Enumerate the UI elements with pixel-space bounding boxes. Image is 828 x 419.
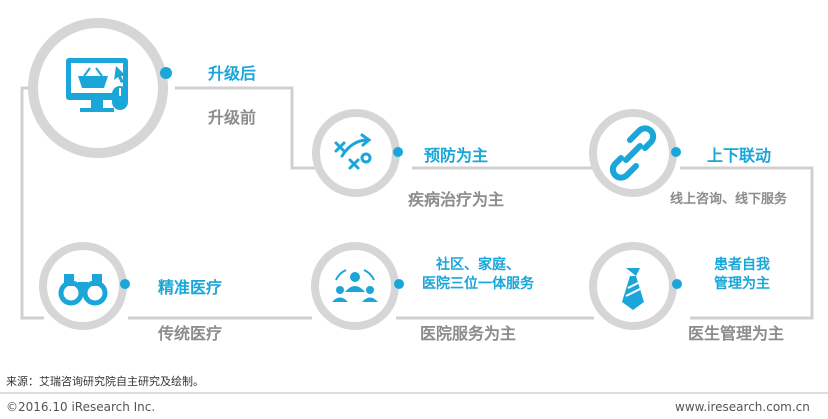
patient-dot xyxy=(672,279,682,289)
linkage-before-label: 线上咨询、线下服务 xyxy=(670,192,788,207)
precision-after-label: 精准医疗 xyxy=(158,278,223,297)
strategy-icon xyxy=(334,133,372,170)
prevention-after-label: 预防为主 xyxy=(424,146,489,165)
community-after-line1: 社区、家庭、 xyxy=(436,257,520,273)
prevention-before-label: 疾病治疗为主 xyxy=(408,190,505,209)
precision-before-label: 传统医疗 xyxy=(158,324,223,343)
community-before-label: 医院服务为主 xyxy=(420,324,517,343)
patient-after-line1: 患者自我 xyxy=(714,257,770,273)
link-icon xyxy=(609,125,657,181)
upgrade-before-label: 升级前 xyxy=(208,108,257,127)
website-link[interactable]: www.iresearch.com.cn xyxy=(675,400,810,414)
prevention-dot xyxy=(393,147,403,157)
prevention-ring xyxy=(312,109,400,197)
online-shopping-icon xyxy=(66,58,128,112)
upgrade-dot xyxy=(160,67,172,79)
necktie-icon xyxy=(622,268,644,310)
linkage-dot xyxy=(671,147,681,157)
source-note: 来源：艾瑞咨询研究院自主研究及绘制。 xyxy=(6,375,204,388)
binoculars-icon xyxy=(58,274,108,306)
linkage-after-label: 上下联动 xyxy=(707,146,772,165)
connector-lines xyxy=(20,86,814,320)
copyright: ©2016.10 iResearch Inc. xyxy=(6,400,156,414)
people-network-icon xyxy=(332,269,378,302)
community-after-label: 社区、家庭、 医院三位一体服务 xyxy=(412,256,544,294)
upgrade-after-label: 升级后 xyxy=(208,64,257,83)
community-dot xyxy=(394,279,404,289)
patient-after-line2: 管理为主 xyxy=(714,276,770,292)
community-after-line2: 医院三位一体服务 xyxy=(422,276,534,292)
precision-dot xyxy=(120,279,130,289)
patient-after-label: 患者自我 管理为主 xyxy=(702,256,782,294)
patient-before-label: 医生管理为主 xyxy=(688,324,785,343)
